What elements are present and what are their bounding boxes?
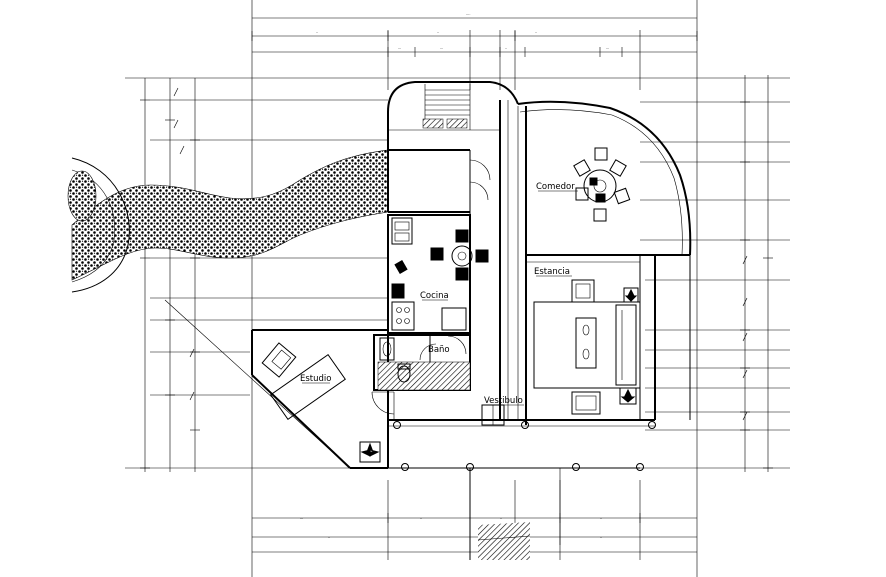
room-label-estancia: Estancia [534,267,570,277]
kitchen-fixtures [391,217,489,331]
room-label-bano: Baño [428,345,450,355]
living-room-furniture [533,279,641,415]
svg-text:···: ··· [398,47,401,51]
dining-table-set [573,147,631,222]
dimension-text-marks: ···· ·· ·· ·· ··· ··· ·· ··· ··· ·· ·· ·… [300,13,609,540]
svg-text:··: ·· [535,31,537,35]
study-furniture [261,342,381,463]
svg-text:···: ··· [606,47,609,51]
svg-text:··: ·· [505,47,507,51]
label-underlines [302,190,578,406]
room-label-estudio: Estudio [300,374,331,384]
room-labels: Comedor Estancia Cocina Baño Estudio Ves… [300,182,575,406]
svg-text:··: ·· [316,31,318,35]
svg-text:··: ·· [437,31,439,35]
svg-text:··: ·· [420,517,422,521]
svg-text:··: ·· [328,536,330,540]
room-label-cocina: Cocina [420,291,449,301]
building-walls [251,81,692,560]
svg-text:··: ·· [500,517,502,521]
room-label-comedor: Comedor [536,182,575,192]
svg-text:··: ·· [600,517,602,521]
entry-steps [477,522,531,560]
svg-text:···: ··· [300,517,303,521]
garden-path [67,149,389,293]
svg-text:···: ··· [440,47,443,51]
room-label-vestibulo: Vestibulo [484,396,523,406]
svg-text:····: ···· [466,13,470,17]
bathroom-fixtures [379,337,411,383]
svg-text:··: ·· [600,536,602,540]
